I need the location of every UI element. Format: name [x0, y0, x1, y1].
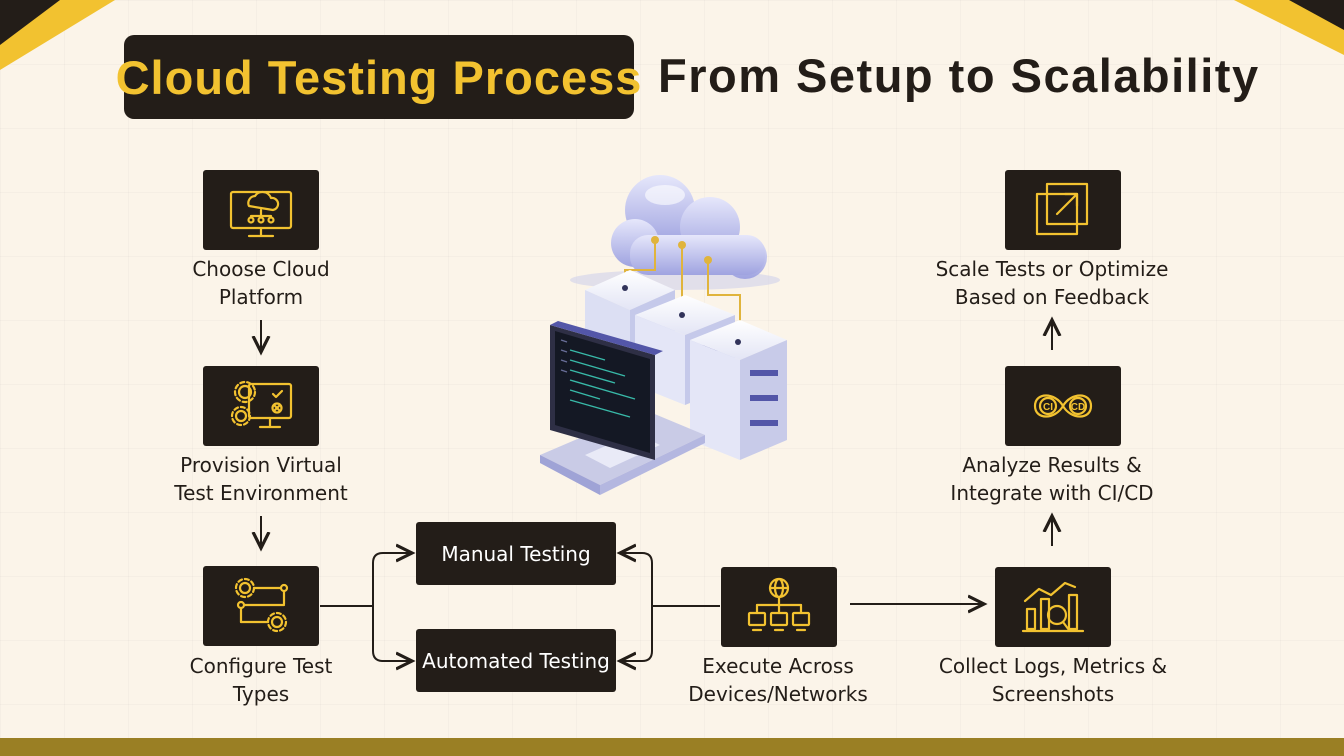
step-provision-label: Provision Virtual Test Environment — [174, 453, 348, 505]
cloud-illustration — [570, 175, 780, 290]
choose-platform-icon-box — [203, 170, 319, 250]
title-badge: Cloud Testing Process — [116, 35, 641, 119]
ci-label: CI — [1043, 402, 1053, 413]
cloud-monitor-icon — [229, 190, 293, 238]
scale-arrow-icon — [1035, 182, 1089, 236]
ci-cd-icon: CI CD — [1033, 394, 1093, 418]
arrow-to-automated — [372, 606, 410, 661]
step-configure-label: Configure Test Types — [189, 654, 333, 706]
step-scale-label: Scale Tests or Optimize Based on Feedbac… — [935, 257, 1169, 309]
bottom-accent-bar — [0, 738, 1344, 756]
globe-network-icon — [747, 577, 811, 632]
arrow-execute-to-automated — [622, 606, 653, 661]
collect-icon-box — [995, 567, 1111, 647]
manual-testing-box: Manual Testing — [416, 522, 616, 585]
page-title: Cloud Testing Process — [115, 50, 643, 104]
arrow-execute-to-manual — [622, 553, 720, 607]
laptop-illustration — [540, 321, 705, 495]
step-choose-platform-label: Choose Cloud Platform — [192, 257, 330, 309]
step-execute-label: Execute Across Devices/Networks — [688, 654, 868, 706]
gear-workflow-icon — [234, 577, 289, 633]
execute-icon-box — [721, 567, 837, 647]
corner-decoration-left — [0, 0, 115, 70]
automated-testing-box: Automated Testing — [416, 629, 616, 692]
analytics-chart-icon — [1021, 581, 1085, 633]
scale-icon-box — [1005, 170, 1121, 250]
configure-icon-box — [203, 566, 319, 646]
step-analyze-label: Analyze Results & Integrate with CI/CD — [950, 453, 1154, 505]
cloud-server-laptop-illustration — [540, 175, 787, 495]
cd-label: CD — [1071, 402, 1085, 413]
corner-decoration-right — [1234, 0, 1344, 55]
analyze-icon-box: CI CD — [1005, 366, 1121, 446]
gears-monitor-icon — [230, 380, 293, 429]
provision-icon-box — [203, 366, 319, 446]
page-subtitle: From Setup to Scalability — [658, 49, 1260, 102]
step-collect-label: Collect Logs, Metrics & Screenshots — [938, 654, 1168, 706]
arrow-to-manual — [372, 553, 410, 606]
